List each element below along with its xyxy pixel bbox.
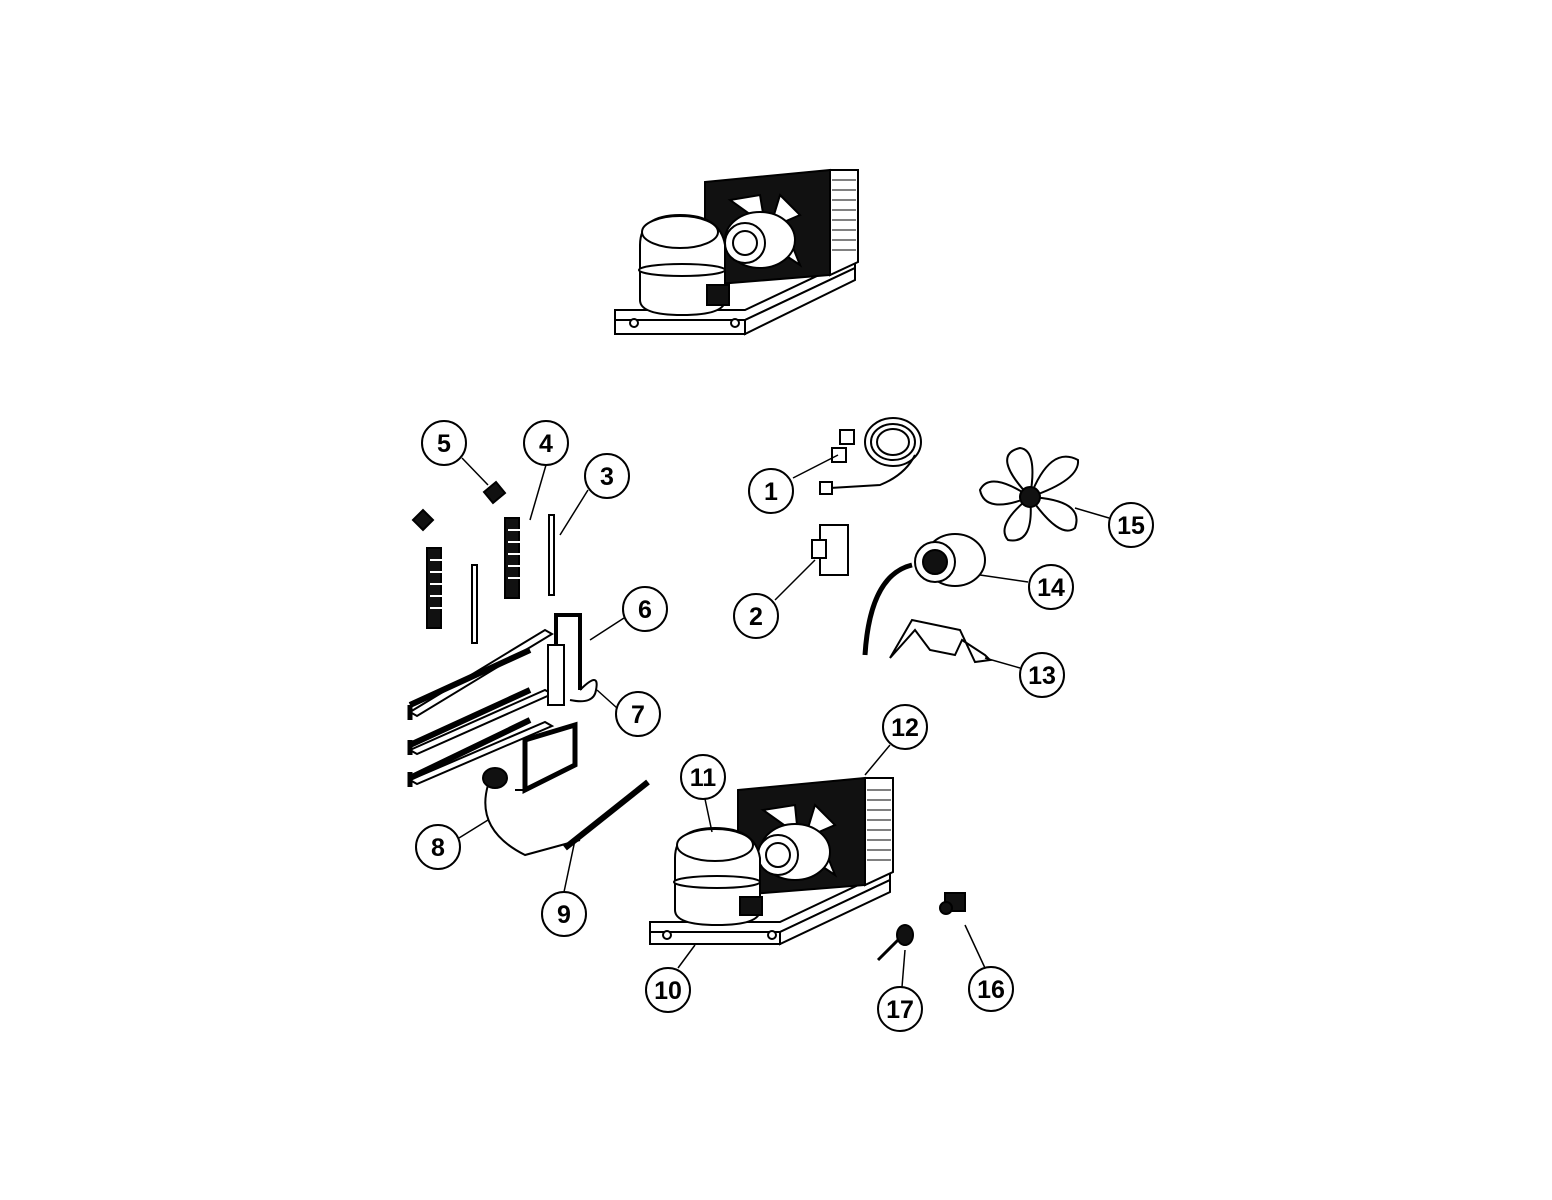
callout-circle-16 <box>968 966 1014 1012</box>
leader-line-4 <box>529 464 547 521</box>
callout-7: 7 <box>596 689 661 737</box>
leader-line-14 <box>979 574 1029 583</box>
callout-label-15: 15 <box>1117 512 1145 540</box>
callout-16: 16 <box>964 924 1014 1012</box>
callout-circle-3 <box>584 453 630 499</box>
callout-17: 17 <box>877 949 923 1032</box>
condenser-tubing-group <box>407 480 650 857</box>
callout-10: 10 <box>645 944 696 1013</box>
callout-circle-4 <box>523 420 569 466</box>
leader-line-6 <box>589 617 625 641</box>
callout-label-13: 13 <box>1028 662 1056 690</box>
callout-label-16: 16 <box>977 976 1005 1004</box>
leader-line-16 <box>964 924 986 969</box>
callout-label-7: 7 <box>631 701 645 729</box>
callout-label-5: 5 <box>437 430 451 458</box>
callout-circle-8 <box>415 824 461 870</box>
callout-circle-12 <box>882 704 928 750</box>
callout-label-1: 1 <box>764 478 778 506</box>
fan-blade <box>978 446 1080 542</box>
callout-circle-17 <box>877 986 923 1032</box>
leader-line-13 <box>984 657 1021 669</box>
callout-circle-2 <box>733 593 779 639</box>
callout-label-3: 3 <box>600 463 614 491</box>
callout-circle-15 <box>1108 502 1154 548</box>
leader-line-12 <box>864 744 891 776</box>
leader-line-17 <box>901 949 906 988</box>
callout-label-6: 6 <box>638 596 652 624</box>
callout-11: 11 <box>680 754 726 833</box>
callout-13: 13 <box>984 652 1065 698</box>
leader-line-9 <box>563 839 576 893</box>
callout-label-12: 12 <box>891 714 919 742</box>
leader-line-7 <box>596 689 618 709</box>
callout-2: 2 <box>733 559 816 639</box>
callout-5: 5 <box>421 420 489 486</box>
callout-4: 4 <box>523 420 569 521</box>
callout-1: 1 <box>748 454 839 514</box>
callout-14: 14 <box>979 564 1074 610</box>
callout-6: 6 <box>589 586 668 641</box>
callout-label-14: 14 <box>1037 574 1065 602</box>
callout-label-10: 10 <box>654 977 682 1005</box>
leader-line-10 <box>677 944 696 969</box>
callout-circle-11 <box>680 754 726 800</box>
leader-line-11 <box>704 798 713 833</box>
leader-line-15 <box>1074 507 1110 519</box>
callout-circle-6 <box>622 586 668 632</box>
callout-circle-10 <box>645 967 691 1013</box>
callout-label-11: 11 <box>690 764 717 792</box>
callout-label-2: 2 <box>749 603 763 631</box>
compressor-assembly <box>649 776 966 962</box>
callout-circle-13 <box>1019 652 1065 698</box>
callout-3: 3 <box>559 453 630 536</box>
callout-circle-1 <box>748 468 794 514</box>
leader-line-2 <box>774 559 816 601</box>
callout-15: 15 <box>1074 502 1154 548</box>
callout-circle-9 <box>541 891 587 937</box>
leader-line-3 <box>559 489 589 536</box>
callout-circle-14 <box>1028 564 1074 610</box>
electrical-parts-group <box>811 417 1080 664</box>
callout-8: 8 <box>415 819 489 870</box>
callout-label-4: 4 <box>539 430 553 458</box>
overview-assembly <box>614 168 859 336</box>
callout-circle-7 <box>615 691 661 737</box>
callout-label-9: 9 <box>557 901 571 929</box>
callout-12: 12 <box>864 704 928 776</box>
callout-label-8: 8 <box>431 834 445 862</box>
leader-line-8 <box>458 819 489 839</box>
callout-label-17: 17 <box>886 996 914 1024</box>
callout-circle-5 <box>421 420 467 466</box>
leader-line-1 <box>792 454 839 479</box>
callout-9: 9 <box>541 839 587 937</box>
leader-line-5 <box>461 457 489 486</box>
